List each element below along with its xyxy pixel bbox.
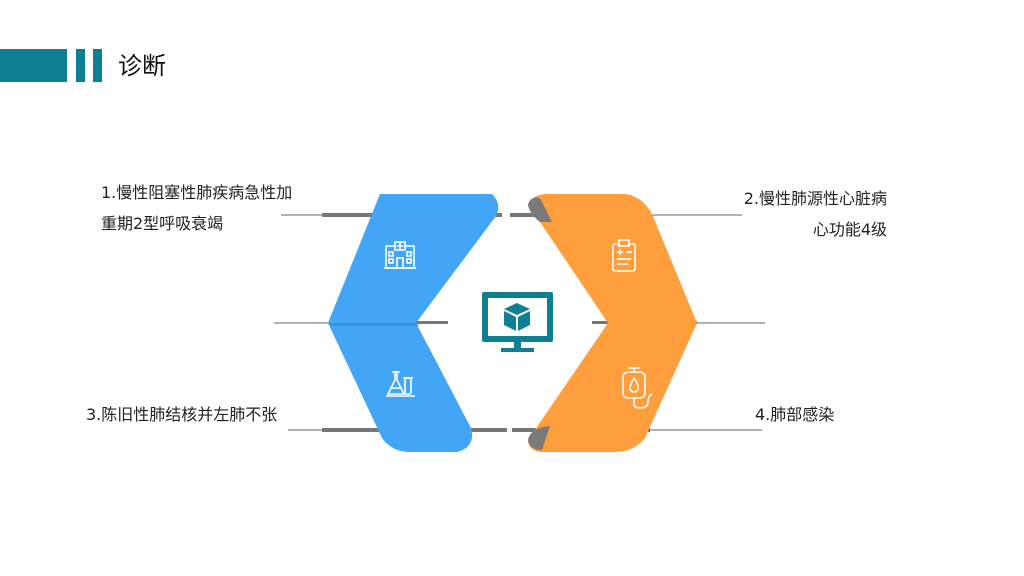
monitor-cube-icon (482, 292, 553, 352)
diagnosis-item-2-line-2: 心功能4级 (812, 220, 887, 239)
diagnosis-item-2: 2.慢性肺源性心脏病 心功能4级 (744, 183, 887, 245)
diagnosis-item-2-line-1: 2.慢性肺源性心脏病 (743, 189, 887, 208)
diagnosis-item-3: 3.陈旧性肺结核并左肺不张 (86, 399, 277, 430)
diagnosis-item-1-line-1: 1.慢性阻塞性肺疾病急性加 (101, 183, 293, 202)
medical-chart-icon (612, 239, 636, 272)
header-accent-stripe (76, 49, 85, 82)
diagnosis-item-3-line-1: 3.陈旧性肺结核并左肺不张 (86, 405, 278, 424)
left-ribbon (328, 194, 499, 452)
diagnosis-item-4: 4.肺部感染 (755, 399, 834, 430)
diagnosis-item-4-line-1: 4.肺部感染 (755, 405, 835, 424)
lab-flask-icon (386, 371, 415, 397)
diagnosis-item-1: 1.慢性阻塞性肺疾病急性加 重期2型呼吸衰竭 (101, 177, 292, 239)
header-accent-stripe (93, 49, 102, 82)
right-ribbon (528, 194, 697, 452)
blood-bag-icon (622, 367, 653, 409)
page-title: 诊断 (118, 52, 166, 80)
diagnosis-item-1-line-2: 重期2型呼吸衰竭 (101, 214, 224, 233)
hospital-icon (384, 241, 416, 269)
header-accent-bar (0, 49, 67, 82)
